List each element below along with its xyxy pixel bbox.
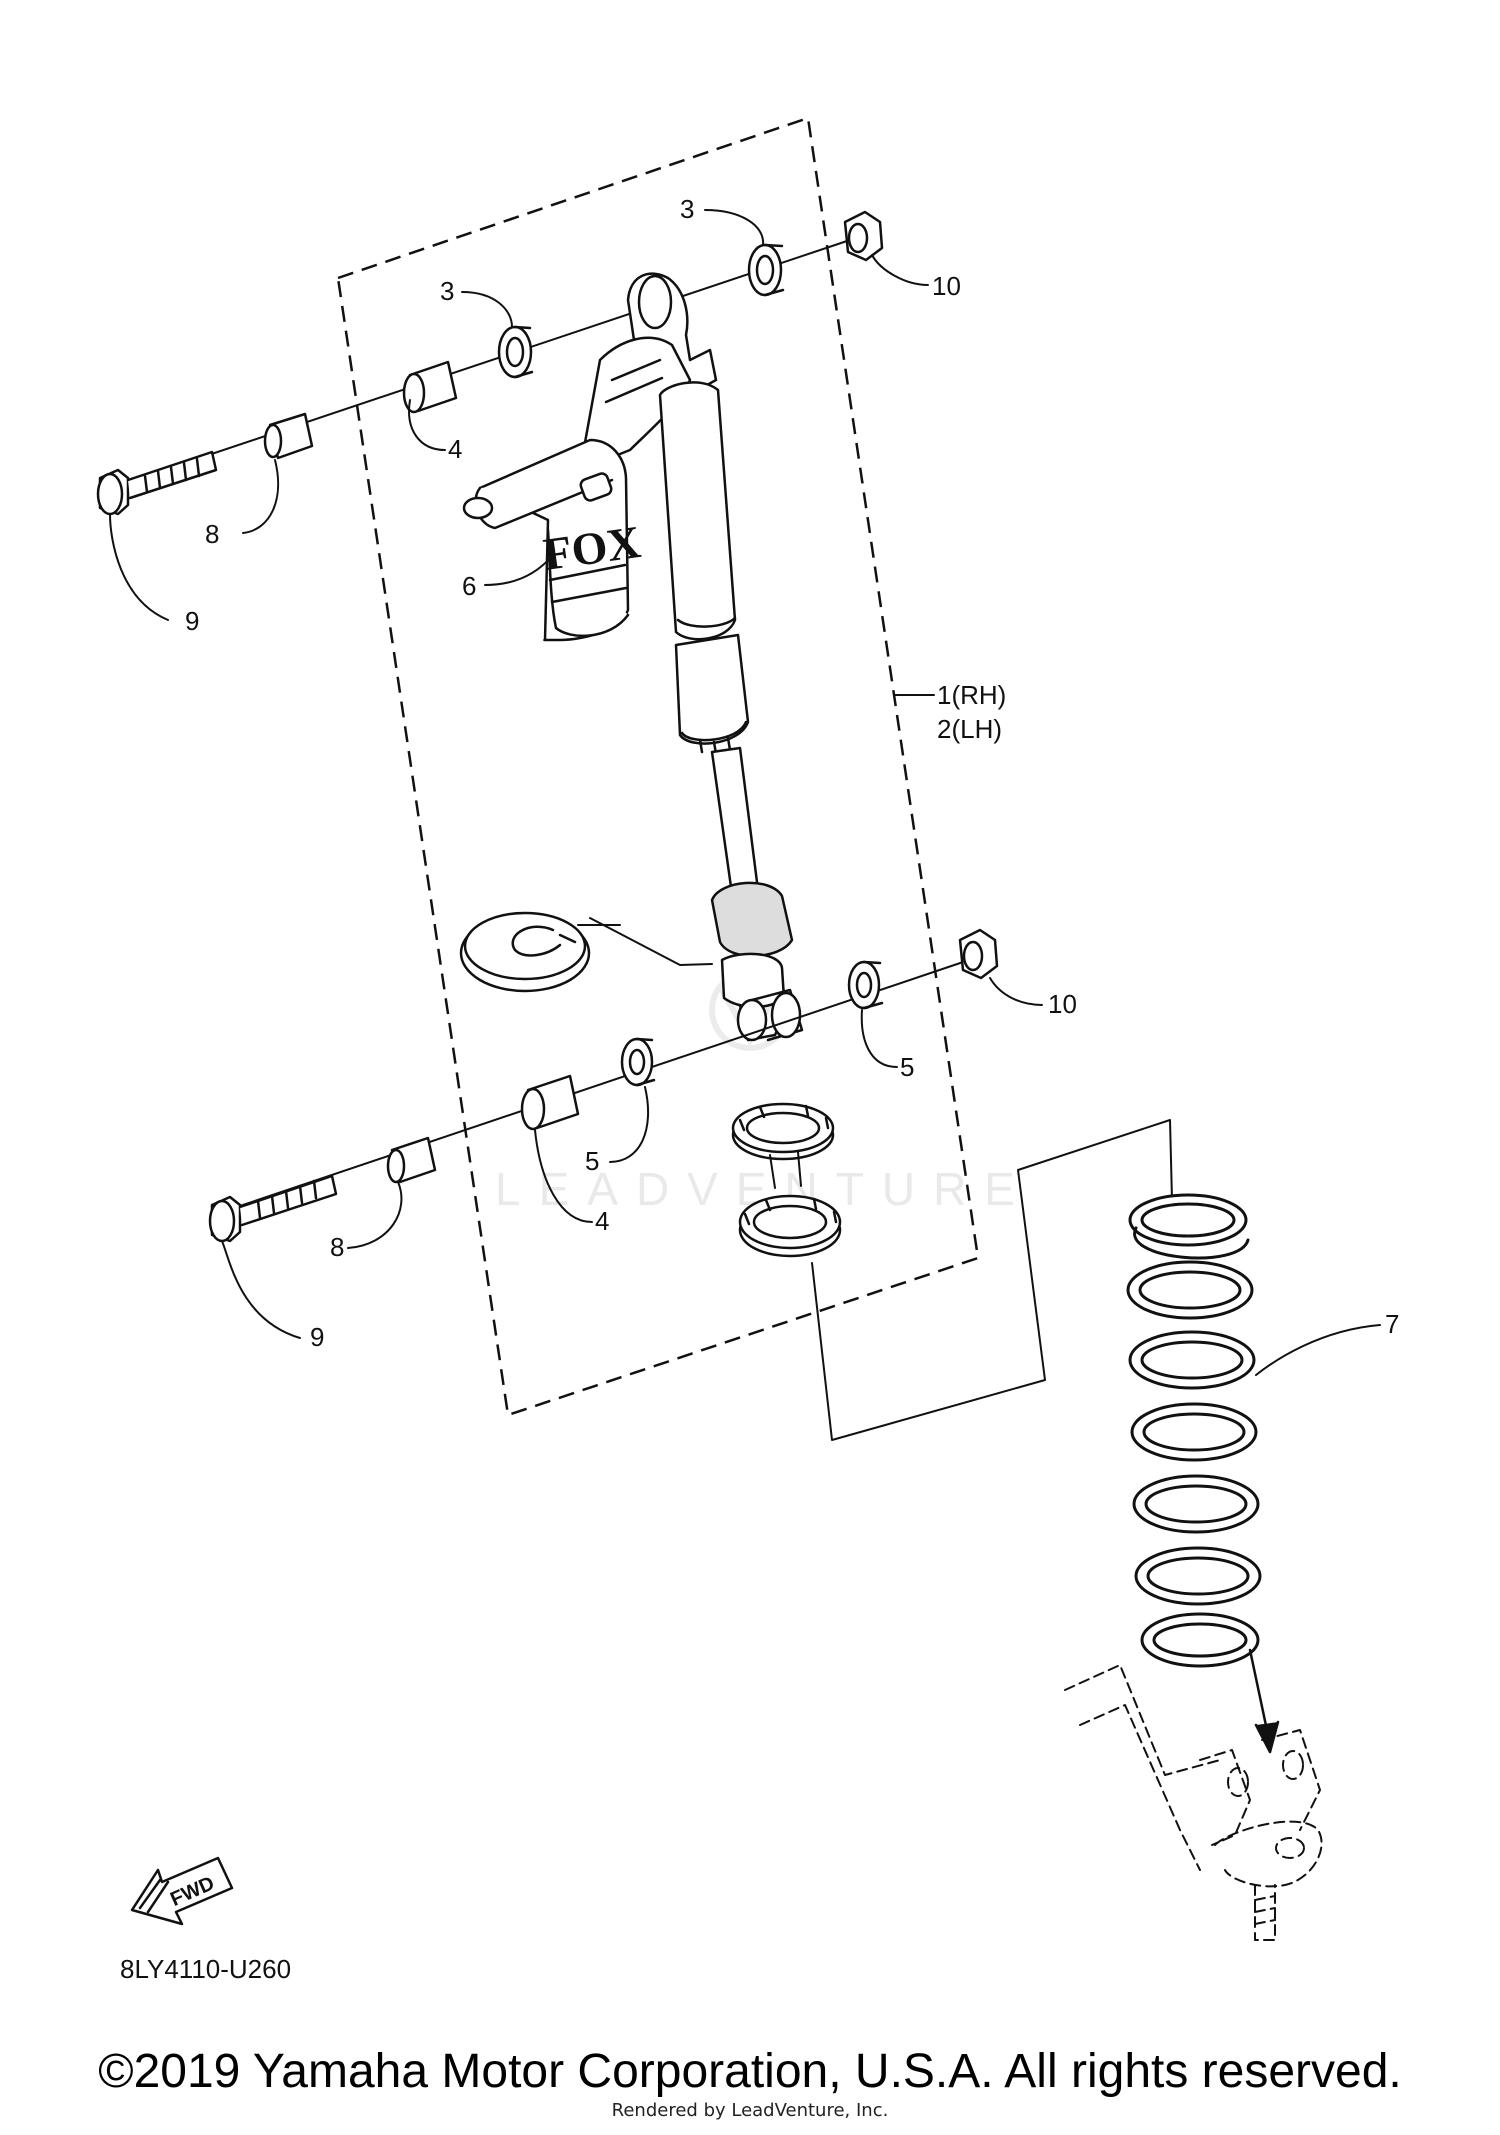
copyright-footer: ©2019 Yamaha Motor Corporation, U.S.A. A…	[98, 2045, 1402, 2098]
callout-4-upper: 4	[448, 434, 462, 464]
callout-9-lower: 9	[310, 1322, 324, 1352]
upper-left-spacer	[497, 325, 534, 379]
assembly-boundary	[336, 116, 980, 1417]
install-arrow	[1248, 1648, 1280, 1754]
shock-absorber	[462, 272, 804, 1042]
callout-10-lower: 10	[1048, 989, 1077, 1019]
coil-spring	[1126, 1193, 1262, 1668]
spring-retainer-rings	[731, 1102, 842, 1258]
spring-bracket-line	[811, 1119, 1173, 1441]
lower-right-spacer	[847, 960, 884, 1010]
fwd-arrow-icon	[130, 1856, 234, 1926]
callout-1-rh: 1(RH)	[937, 680, 1006, 710]
callout-6: 6	[462, 571, 476, 601]
upper-nut	[843, 210, 884, 262]
lower-axis-line	[227, 957, 976, 1211]
upper-bolt	[96, 450, 218, 516]
callout-8-lower: 8	[330, 1232, 344, 1262]
leader-lines	[109, 209, 1381, 1376]
lower-left-spacer	[620, 1037, 656, 1087]
lower-bushing	[520, 1074, 580, 1131]
upper-right-spacer	[747, 243, 785, 297]
part-code: 8LY4110-U260	[120, 1954, 291, 1984]
bump-stop-plate	[459, 911, 713, 993]
lower-collar	[386, 1136, 437, 1184]
callout-labels: 3 3 10 4 8 9 6 1(RH) 2(LH) 10 5 5 4 8 9 …	[185, 194, 1399, 1352]
upper-bushing	[402, 360, 458, 414]
callout-5-left: 5	[585, 1146, 599, 1176]
upper-axis-line	[127, 239, 851, 483]
callout-3-upper-left: 3	[440, 276, 454, 306]
upper-collar	[263, 412, 314, 460]
callout-2-lh: 2(LH)	[937, 714, 1002, 744]
lower-bolt	[208, 1174, 338, 1243]
callout-7: 7	[1385, 1309, 1399, 1339]
lower-nut	[958, 928, 999, 980]
rendered-by-credit: Rendered by LeadVenture, Inc.	[611, 2100, 889, 2121]
lower-arm-sketch	[1064, 1664, 1323, 1941]
callout-5-right: 5	[900, 1052, 914, 1082]
callout-8-upper: 8	[205, 519, 219, 549]
callout-9-upper: 9	[185, 606, 199, 636]
callout-3-upper-right: 3	[680, 194, 694, 224]
callout-10-upper: 10	[932, 271, 961, 301]
callout-4-lower: 4	[595, 1206, 609, 1236]
